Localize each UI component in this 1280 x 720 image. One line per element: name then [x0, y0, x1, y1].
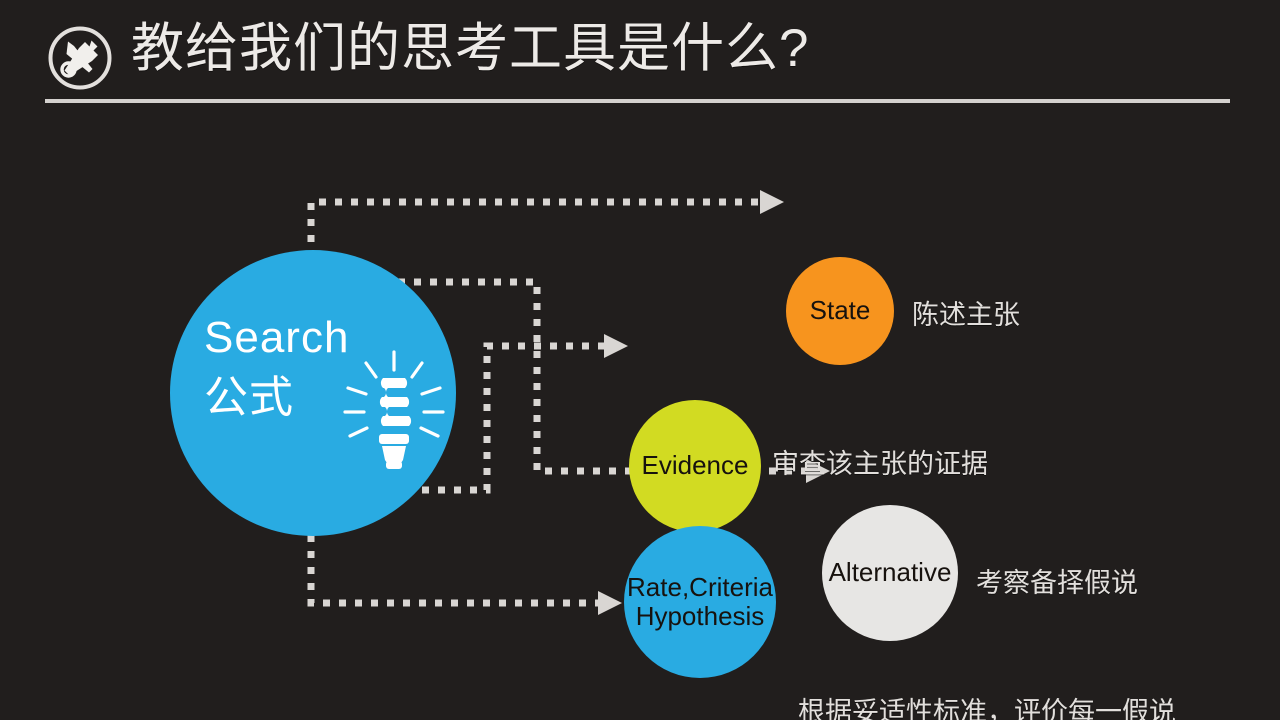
arrowhead-alternative [806, 459, 830, 483]
arrowhead-state [760, 190, 784, 214]
connector-to-state [307, 198, 760, 242]
page-title: 教给我们的思考工具是什么? [131, 19, 810, 78]
connector-to-rate [307, 535, 598, 607]
node-state-label: State [809, 295, 871, 326]
tools-wrench-screwdriver-icon [48, 26, 112, 90]
node-evidence-label: Evidence [641, 450, 749, 481]
node-alternative-label: Alternative [828, 557, 952, 588]
caption-alternative: 考察备择假说 [976, 568, 1138, 598]
node-evidence[interactable]: Evidence [629, 400, 761, 532]
node-rate[interactable]: Rate,Criteria Hypothesis [624, 526, 776, 678]
caption-state: 陈述主张 [912, 300, 1020, 330]
node-search-hub[interactable]: Search 公式 [170, 250, 456, 536]
node-rate-label: Rate,Criteria Hypothesis [627, 571, 773, 631]
lightbulb-icon [343, 350, 445, 469]
slide-header: 教给我们的思考工具是什么? [0, 0, 1280, 110]
node-alternative[interactable]: Alternative [822, 505, 958, 641]
arrowhead-evidence [604, 334, 628, 358]
diagram-area: Search 公式 [0, 110, 1280, 720]
caption-evidence: 审查该主张的证据 [772, 449, 988, 479]
connector-to-alternative [366, 278, 806, 475]
caption-rate: 根据妥适性标准，评价每一假说 [798, 697, 1176, 720]
connector-lines [307, 190, 830, 615]
node-state[interactable]: State [786, 257, 894, 365]
node-search-label: Search 公式 [204, 313, 350, 422]
title-divider [45, 99, 1230, 103]
arrowhead-rate [598, 591, 622, 615]
